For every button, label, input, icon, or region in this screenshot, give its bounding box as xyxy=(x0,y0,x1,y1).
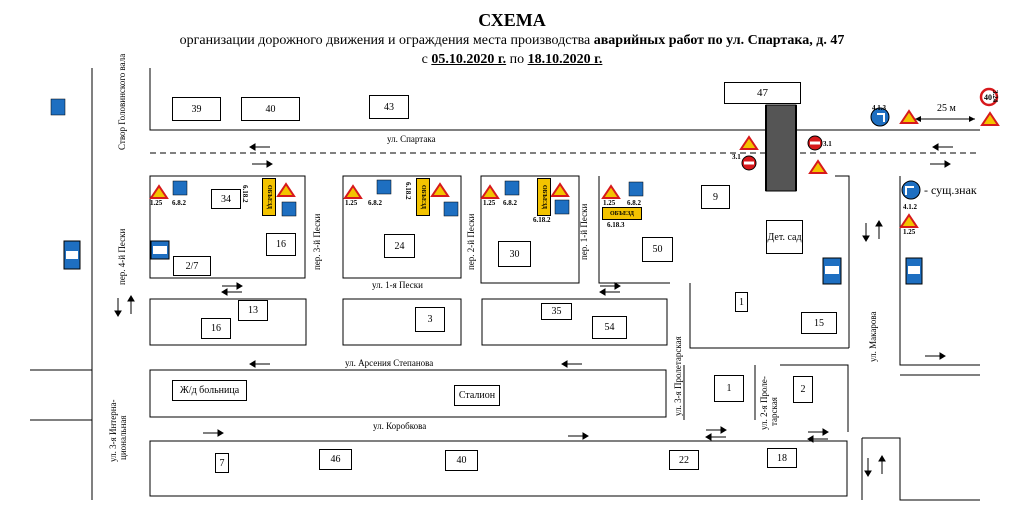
sign-number: 6.18.2 xyxy=(404,182,412,200)
sign-number: 3.1 xyxy=(732,153,741,161)
bus-stop-sign-icon xyxy=(63,240,923,285)
building: 24 xyxy=(384,234,415,258)
building: 30 xyxy=(498,241,531,267)
building: 46 xyxy=(319,449,352,470)
detour-sign: ОБЪЕЗД xyxy=(537,178,551,216)
building: 47 xyxy=(724,82,801,104)
street-label: ул. Коробкова xyxy=(373,421,427,431)
building: Ж/д больница xyxy=(172,380,247,401)
building: 1 xyxy=(714,375,744,402)
detour-sign: ОБЪЕЗД xyxy=(416,178,430,216)
street-label: тарская xyxy=(769,397,779,426)
building: 18 xyxy=(767,448,797,468)
street-label: ул. Макарова xyxy=(868,311,878,362)
street-label: ул. Арсения Степанова xyxy=(345,358,434,368)
sign-number: 3.1 xyxy=(823,140,832,148)
speed-limit-sign-icon xyxy=(979,87,999,107)
building: 22 xyxy=(669,450,699,470)
detour-sign: ОБЪЕЗД xyxy=(262,178,276,216)
building: 15 xyxy=(801,312,837,334)
page-title: СХЕМА xyxy=(478,10,546,30)
building: Сталион xyxy=(454,385,500,406)
sign-number: 4.1.2 xyxy=(903,203,917,211)
building: 54 xyxy=(592,316,627,339)
roadworks-sign-icon xyxy=(149,109,1000,228)
building: 1 xyxy=(735,292,748,312)
building: 40 xyxy=(445,450,478,471)
sign-number: 6.18.2 xyxy=(533,216,551,224)
street-label: циональная xyxy=(118,415,128,460)
building: 43 xyxy=(369,95,409,119)
sign-number: 6.18.3 xyxy=(607,221,625,229)
street-label: ул. 3-я Пролетарская xyxy=(673,336,683,416)
street-label: ул. Спартака xyxy=(387,134,436,144)
building: 35 xyxy=(541,303,572,320)
sign-number: 1.25 xyxy=(603,199,616,207)
sign-number: 1.25 xyxy=(903,228,916,236)
existing-sign-legend: - сущ.знак xyxy=(924,183,977,197)
building: 39 xyxy=(172,97,221,121)
sign-number: 4.1.3 xyxy=(872,104,886,112)
sign-number: 1.25 xyxy=(345,199,358,207)
building: 16 xyxy=(201,318,231,339)
building: 2/7 xyxy=(173,256,211,276)
street-label: ул. 1-я Пески xyxy=(372,280,423,290)
distance-label: 25 м xyxy=(937,103,956,114)
street-label: пер. 1-й Пески xyxy=(579,203,589,260)
building: 2 xyxy=(793,376,813,403)
sign-number: 6.8.2 xyxy=(172,199,186,207)
street-label: ул. 2-я Проле- xyxy=(759,376,769,430)
street-label: Створ Головинского вала xyxy=(117,53,127,150)
no-entry-sign-icon xyxy=(741,135,823,171)
sign-number: 6.18.2 xyxy=(241,185,249,203)
street-label: пер. 2-й Пески xyxy=(466,213,476,270)
detour-sign: ОБЪЕЗД xyxy=(602,207,642,220)
sign-number: 6.8.2 xyxy=(503,199,517,207)
sign-number: 40 xyxy=(984,93,992,102)
sign-number: 1.25 xyxy=(483,199,496,207)
building: 16 xyxy=(266,233,296,256)
building: 34 xyxy=(211,189,241,209)
building: 40 xyxy=(241,97,300,121)
building: Дет. сад xyxy=(766,220,803,254)
building: 9 xyxy=(701,185,730,209)
date-range: с 05.10.2020 г. по 18.10.2020 г. xyxy=(421,52,603,67)
building: 3 xyxy=(415,307,445,332)
info-sign-icon xyxy=(50,98,644,217)
sign-number: 6.8.2 xyxy=(368,199,382,207)
sign-number: 1.25 xyxy=(150,199,163,207)
building: 50 xyxy=(642,237,673,262)
street-label: пер. 4-й Пески xyxy=(117,228,127,285)
page-subtitle: организации дорожного движения и огражде… xyxy=(179,33,845,48)
sign-number: 6.8.2 xyxy=(627,199,641,207)
sign-number: 3.24 xyxy=(991,90,999,103)
street-label: пер. 3-й Пески xyxy=(312,213,322,270)
existing-sign-icon xyxy=(901,180,921,200)
street-label: ул. 3-я Интерна- xyxy=(108,399,118,462)
building: 13 xyxy=(238,300,268,321)
building: 7 xyxy=(215,453,229,473)
